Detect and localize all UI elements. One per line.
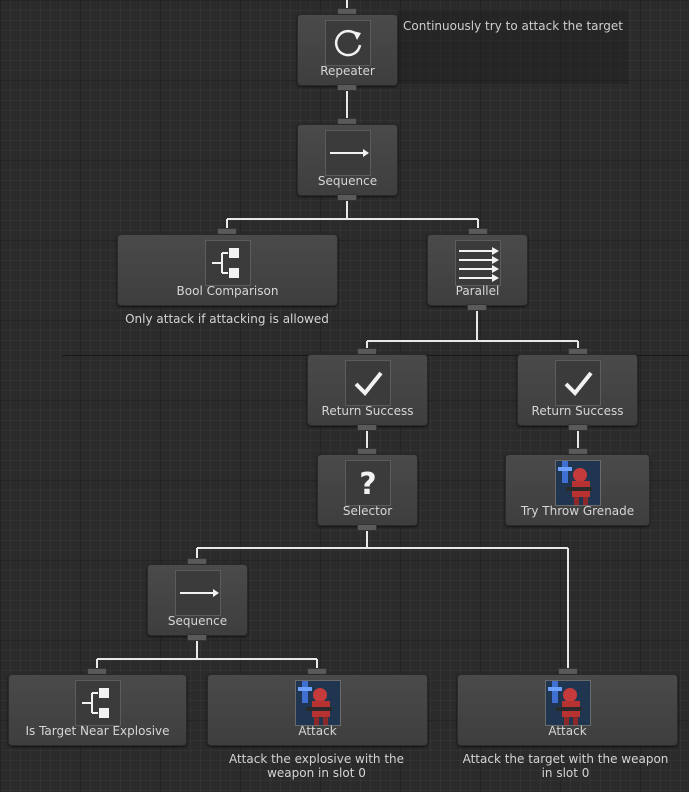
- sequence-arrow-icon: [324, 130, 371, 176]
- is-target-near-explosive-label: Is Target Near Explosive: [25, 724, 170, 738]
- bool-comparison-node[interactable]: Bool Comparison: [117, 234, 338, 306]
- selector-output-port[interactable]: [357, 524, 377, 531]
- sequence-inner-label: Sequence: [167, 614, 228, 628]
- parallel-node[interactable]: Parallel: [427, 234, 528, 306]
- attack-explosive-label: Attack: [298, 724, 337, 738]
- attack-explosive-comment: Attack the explosive with the weapon in …: [228, 752, 405, 780]
- parallel-label: Parallel: [455, 284, 500, 298]
- attack-target-node[interactable]: Attack: [457, 674, 678, 746]
- is-target-near-explosive-node[interactable]: Is Target Near Explosive: [8, 674, 187, 746]
- conditional-branch-icon: [74, 680, 121, 726]
- sequence-inner-output-port[interactable]: [187, 634, 207, 641]
- try-throw-grenade-node[interactable]: Try Throw Grenade: [505, 454, 650, 526]
- try-throw-grenade-label: Try Throw Grenade: [520, 504, 635, 518]
- checkmark-icon: [554, 360, 601, 406]
- repeater-label: Repeater: [320, 64, 375, 78]
- attack-explosive-node[interactable]: Attack: [207, 674, 428, 746]
- sequence-inner-node[interactable]: Sequence: [147, 564, 248, 636]
- question-mark-icon: ?: [344, 460, 391, 506]
- parallel-output-port[interactable]: [467, 304, 487, 311]
- return-success-right-node[interactable]: Return Success: [517, 354, 638, 426]
- soldier-portrait-icon: [554, 460, 601, 506]
- return-success-right-output-port[interactable]: [568, 424, 588, 431]
- link-sequence-inner-children: [96, 636, 318, 672]
- comment-box: [398, 10, 628, 84]
- sequence-top-label: Sequence: [317, 174, 378, 188]
- attack-target-comment: Attack the target with the weapon in slo…: [462, 752, 669, 780]
- selector-node[interactable]: ? Selector: [317, 454, 418, 526]
- link-parallel-children: [366, 306, 579, 352]
- selector-label: Selector: [342, 504, 393, 518]
- return-success-left-output-port[interactable]: [357, 424, 377, 431]
- soldier-portrait-icon: [294, 680, 341, 726]
- soldier-portrait-icon: [544, 680, 591, 726]
- checkmark-icon: [344, 360, 391, 406]
- repeater-node[interactable]: Repeater: [297, 14, 398, 86]
- link-selector-children: [196, 526, 569, 672]
- repeater-comment: Continuously try to attack the target: [403, 19, 623, 33]
- attack-target-label: Attack: [548, 724, 587, 738]
- sequence-arrow-icon: [174, 570, 221, 616]
- parallel-arrows-icon: [454, 240, 501, 286]
- return-success-left-label: Return Success: [321, 404, 414, 418]
- sequence-top-node[interactable]: Sequence: [297, 124, 398, 196]
- bool-comparison-comment: Only attack if attacking is allowed: [125, 312, 329, 326]
- return-success-right-label: Return Success: [531, 404, 624, 418]
- conditional-branch-icon: [204, 240, 251, 286]
- repeater-output-port[interactable]: [337, 84, 357, 91]
- sequence-top-output-port[interactable]: [337, 194, 357, 201]
- repeat-icon: [324, 20, 371, 66]
- svg-text:?: ?: [359, 467, 376, 502]
- link-sequence-children: [226, 196, 479, 232]
- bool-comparison-label: Bool Comparison: [176, 284, 279, 298]
- return-success-left-node[interactable]: Return Success: [307, 354, 428, 426]
